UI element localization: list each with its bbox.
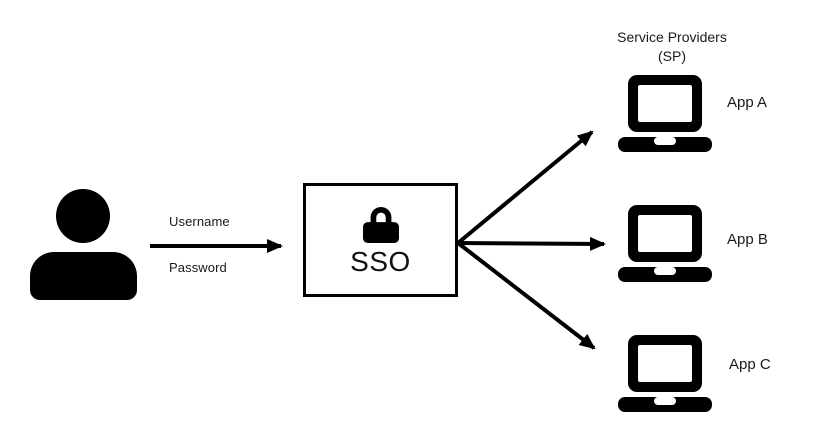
arrow-sso-to-app-b [457, 236, 606, 251]
app-a-laptop [618, 75, 712, 152]
app-a-label: App A [727, 94, 768, 111]
app-b-label: App B [727, 231, 768, 248]
laptop-icon [618, 205, 712, 282]
username-label: Username [169, 214, 230, 229]
sp-heading-line1: Service Providers [617, 29, 727, 45]
app-c-laptop [618, 335, 712, 412]
person-icon [30, 189, 137, 300]
user-figure [30, 188, 137, 300]
arrow-sso-to-app-a [456, 130, 594, 245]
laptop-icon [618, 75, 712, 152]
sso-box: SSO [303, 183, 458, 297]
sp-heading-line2: (SP) [658, 48, 686, 64]
lock-icon [362, 206, 399, 243]
laptop-icon [618, 335, 712, 412]
sso-label: SSO [350, 245, 411, 277]
service-providers-heading: Service Providers (SP) [584, 28, 760, 66]
arrow-sso-to-app-c [456, 241, 596, 350]
password-label: Password [169, 260, 227, 275]
app-c-label: App C [729, 356, 771, 373]
app-b-laptop [618, 205, 712, 282]
